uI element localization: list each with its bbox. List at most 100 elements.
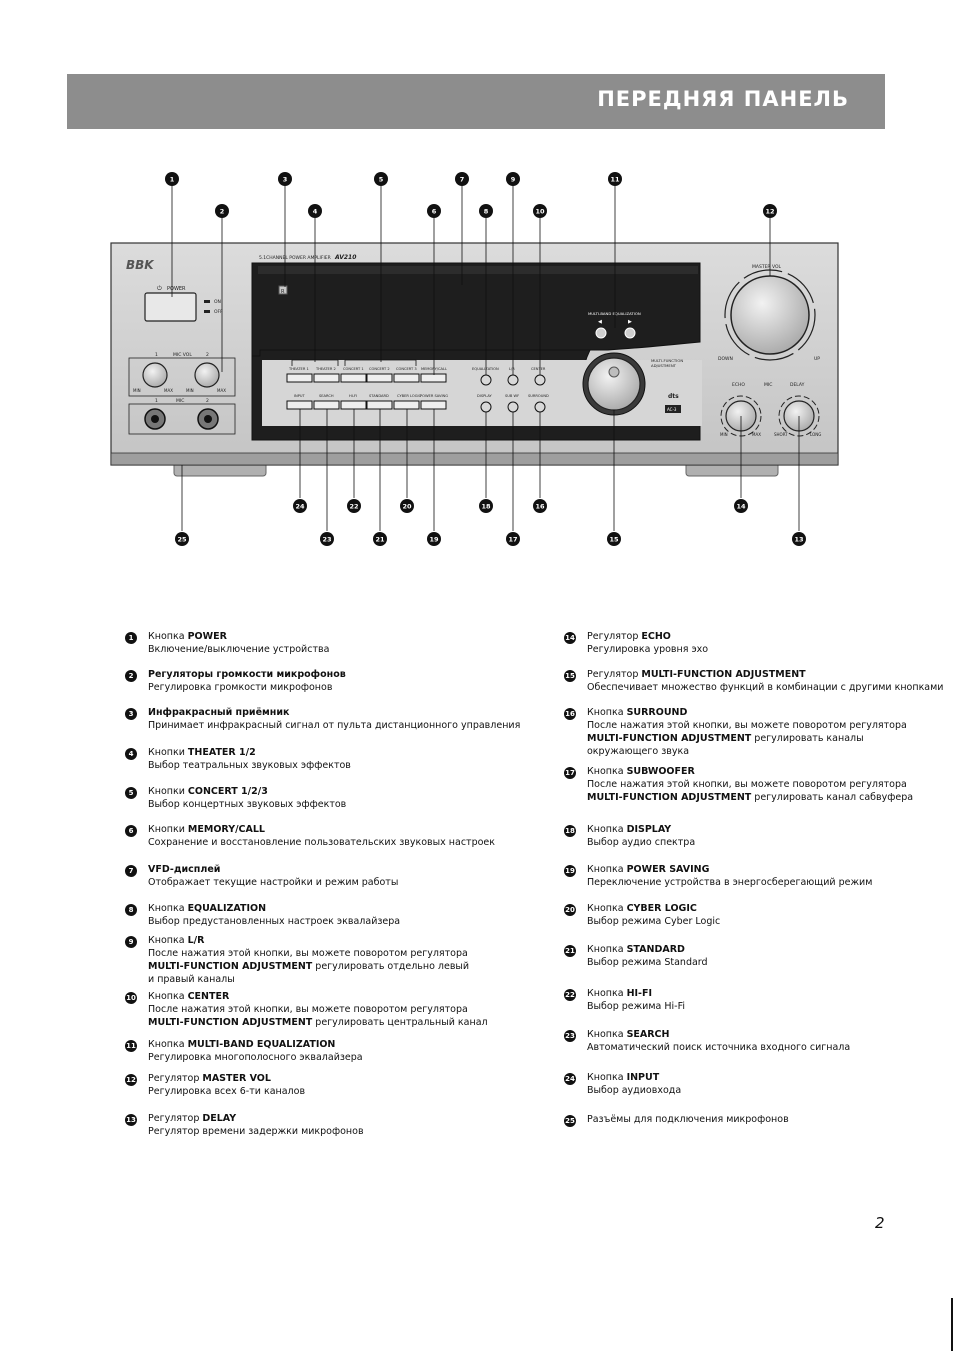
legend-title-bold: VFD-дисплей (148, 864, 221, 875)
on-led (204, 300, 210, 303)
legend-number-badge: 3 (125, 708, 137, 720)
legend-title-prefix: Кнопка (587, 944, 627, 955)
power-button[interactable] (144, 292, 197, 322)
callout-12: 12 (763, 204, 777, 218)
master-vol-knob[interactable] (730, 275, 810, 355)
callout-10: 10 (533, 204, 547, 218)
svg-text:21: 21 (375, 536, 385, 544)
svg-text:16: 16 (535, 503, 545, 511)
hifi-button[interactable] (340, 400, 367, 410)
legend-number-badge: 13 (125, 1114, 137, 1126)
legend-title-prefix: Кнопки (148, 824, 188, 835)
callout-3: 3 (278, 172, 292, 186)
input-button[interactable] (286, 400, 313, 410)
mic-vol-knob-2[interactable] (194, 362, 220, 388)
legend-title-bold: Регуляторы громкости микрофонов (148, 669, 346, 680)
legend-title: Регуляторы громкости микрофонов (148, 668, 346, 681)
concert1-button[interactable] (340, 373, 367, 383)
display-button[interactable] (480, 401, 492, 413)
legend-title-prefix: Кнопка (148, 1039, 188, 1050)
mbe-right-arrow: ▶ (628, 319, 632, 325)
off-led (204, 310, 210, 313)
mbe-left-button[interactable] (595, 327, 607, 339)
theater2-button[interactable] (313, 373, 340, 383)
standard-button[interactable] (366, 400, 393, 410)
equalization-button[interactable] (480, 374, 492, 386)
legend-title-bold: EQUALIZATION (187, 903, 267, 914)
svg-text:23: 23 (322, 536, 331, 544)
svg-text:9: 9 (511, 176, 516, 184)
legend-title-prefix: Кнопка (148, 991, 188, 1002)
callout-15: 15 (607, 532, 621, 546)
ac3-label: AC-3 (667, 407, 677, 412)
power-label: POWER (167, 286, 186, 292)
legend-description: Регулировка уровня эхо (587, 644, 709, 655)
btn-label-search: SEARCH (319, 394, 334, 398)
master-vol-up: UP (814, 356, 820, 362)
concert3-button[interactable] (393, 373, 420, 383)
callout-markers: 1 2 3 4 5 6 7 8 9 10 11 12 13 14 15 16 1… (165, 172, 806, 546)
legend-title-bold: HI-FI (626, 988, 653, 999)
legend-title-bold: POWER SAVING (626, 864, 710, 875)
svg-text:6: 6 (432, 208, 437, 216)
legend-title: Кнопка POWER SAVING (587, 863, 872, 876)
legend-text: Разъёмы для подключения микрофонов (587, 1113, 789, 1126)
mic-vol-knob-1[interactable] (142, 362, 168, 388)
legend-title: Кнопка SEARCH (587, 1028, 850, 1041)
on-label: ON (214, 299, 221, 305)
chassis-bottom-strip (110, 452, 839, 466)
legend-number-badge: 7 (125, 865, 137, 877)
mfa-label-2: ADJUSTMENT (651, 363, 677, 368)
legend-title-bold: SUBWOOFER (626, 766, 695, 777)
cyber-logic-button[interactable] (393, 400, 420, 410)
lbl-surround: SURROUND (528, 394, 549, 398)
callout-19: 19 (427, 532, 441, 546)
legend-title: Кнопка MULTI-BAND EQUALIZATION (148, 1038, 363, 1051)
dts-logo: dts (668, 393, 679, 400)
callout-23: 23 (320, 532, 334, 546)
legend-number-badge: 11 (125, 1040, 137, 1052)
svg-text:1: 1 (170, 176, 175, 184)
mbe-right-button[interactable] (624, 327, 636, 339)
power-symbol: ⏻ (157, 285, 162, 292)
legend-title: Инфракрасный приёмник (148, 706, 520, 719)
search-button[interactable] (313, 400, 340, 410)
btn-label-cyber: CYBER LOGIC (397, 394, 422, 398)
legend-title-prefix: Кнопка (587, 707, 627, 718)
mic1-max: MAX (164, 388, 173, 393)
legend-description-bold: MULTI-FUNCTION ADJUSTMENT (148, 1017, 313, 1028)
callout-11: 11 (608, 172, 622, 186)
callout-2: 2 (215, 204, 229, 218)
legend-title: Кнопка INPUT (587, 1071, 681, 1084)
subwoofer-button[interactable] (507, 401, 519, 413)
mic-jack-label: MIC (176, 398, 184, 404)
concert2-button[interactable] (366, 373, 393, 383)
callout-16: 16 (533, 499, 547, 513)
legend-description-bold: MULTI-FUNCTION ADJUSTMENT (587, 792, 752, 803)
legend-title-bold: DELAY (202, 1113, 237, 1124)
callout-14: 14 (734, 499, 748, 513)
power-saving-button[interactable] (420, 400, 447, 410)
legend-description: После нажатия этой кнопки, вы можете пов… (148, 948, 468, 959)
mic-jack-1: 1 (155, 398, 158, 404)
multi-function-knob[interactable] (587, 357, 641, 411)
legend-description: Выбор концертных звуковых эффектов (148, 799, 347, 810)
surround-button[interactable] (534, 401, 546, 413)
legend-description-rest: регулировать канал сабвуфера (751, 792, 914, 803)
master-vol-label: MASTER VOL (752, 264, 782, 270)
lr-button[interactable] (507, 374, 519, 386)
mbe-left-arrow: ◀ (598, 319, 602, 325)
svg-text:2: 2 (220, 208, 225, 216)
theater1-button[interactable] (286, 373, 313, 383)
mic-vol-panel (128, 357, 236, 397)
center-button[interactable] (534, 374, 546, 386)
memory-call-button[interactable] (420, 373, 447, 383)
legend-number-badge: 18 (564, 825, 576, 837)
callout-13: 13 (792, 532, 806, 546)
lbl-center: CENTER (531, 367, 546, 371)
